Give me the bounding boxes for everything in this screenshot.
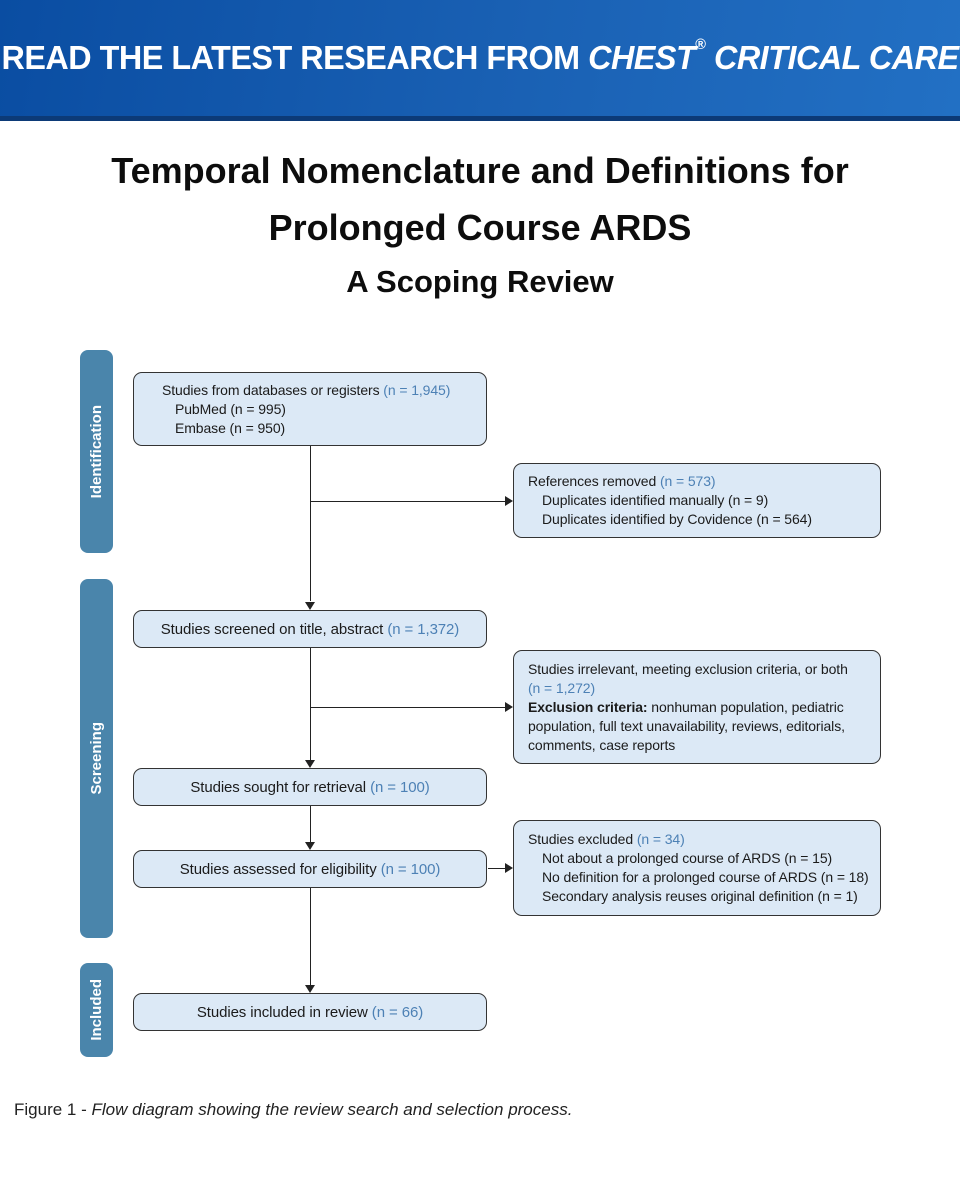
arrowhead-branch2 — [505, 702, 513, 712]
count-eligibility: (n = 100) — [380, 860, 441, 878]
box-refs-sub2: Duplicates identified by Covidence (n = … — [542, 511, 812, 527]
page-subtitle: A Scoping Review — [346, 264, 614, 299]
arrowhead-v1 — [305, 602, 315, 610]
stage-screening: Screening — [80, 579, 113, 938]
count-irrelevant: (n = 1,272) — [528, 679, 595, 696]
box-databases-sub1: PubMed (n = 995) — [175, 400, 286, 417]
box-irrelevant: Studies irrelevant, meeting exclusion cr… — [513, 650, 881, 764]
count-references-removed: (n = 573) — [659, 473, 716, 489]
box-excluded-main: Studies excluded (n = 34) — [528, 831, 685, 847]
box-excluded: Studies excluded (n = 34) Not about a pr… — [513, 820, 881, 916]
connector-v1 — [310, 446, 311, 601]
box-refs-main: References removed (n = 573) — [528, 473, 716, 489]
count-included: (n = 66) — [371, 1003, 424, 1021]
stage-identification: Identification — [80, 350, 113, 553]
figure-caption: Figure 1 - Flow diagram showing the revi… — [14, 1100, 572, 1120]
box-databases: Studies from databases or registers (n =… — [133, 372, 487, 446]
box-excluded-sub1: Not about a prolonged course of ARDS (n … — [542, 850, 833, 866]
box-eligibility: Studies assessed for eligibility (n = 10… — [133, 850, 487, 888]
box-screened-main: Studies screened on title, abstract (n =… — [160, 620, 460, 638]
arrowhead-v4 — [305, 985, 315, 993]
box-databases-main: Studies from databases or registers (n =… — [162, 381, 451, 398]
connector-v4 — [310, 888, 311, 985]
stage-included-label: Included — [88, 979, 105, 1041]
count-retrieval: (n = 100) — [370, 778, 430, 796]
box-excluded-sub3: Secondary analysis reuses original defin… — [542, 888, 858, 904]
connector-v2 — [310, 648, 311, 760]
stage-included: Included — [80, 963, 113, 1057]
count-screened: (n = 1,372) — [387, 620, 460, 638]
box-irrelevant-criteria: Exclusion criteria: nonhuman population,… — [528, 698, 845, 753]
stage-screening-label: Screening — [88, 722, 105, 795]
box-included-main: Studies included in review (n = 66) — [196, 1003, 424, 1021]
box-irrelevant-line1: Studies irrelevant, meeting exclusion cr… — [528, 660, 848, 677]
journal-banner: READ THE LATEST RESEARCH FROM CHEST® CRI… — [0, 0, 960, 121]
caption-text: Flow diagram showing the review search a… — [91, 1100, 573, 1119]
box-eligibility-main: Studies assessed for eligibility (n = 10… — [179, 860, 441, 878]
registered-mark: ® — [695, 36, 706, 53]
page-title-line2: Prolonged Course ARDS — [268, 207, 692, 248]
banner-bottom-strip — [0, 116, 960, 121]
box-excluded-sub2: No definition for a prolonged course of … — [542, 869, 869, 885]
arrowhead-h3 — [505, 863, 513, 873]
box-references-removed: References removed (n = 573) Duplicates … — [513, 463, 881, 538]
box-refs-sub1: Duplicates identified manually (n = 9) — [542, 492, 769, 508]
arrowhead-v3 — [305, 842, 315, 850]
count-excluded: (n = 34) — [636, 831, 685, 847]
stage-identification-label: Identification — [88, 404, 105, 499]
page-title-line1: Temporal Nomenclature and Definitions fo… — [111, 150, 849, 191]
box-retrieval-main: Studies sought for retrieval (n = 100) — [190, 778, 430, 796]
banner-prefix: READ THE LATEST RESEARCH FROM — [1, 39, 589, 76]
box-screened: Studies screened on title, abstract (n =… — [133, 610, 487, 648]
box-databases-sub2: Embase (n = 950) — [175, 419, 286, 436]
box-retrieval: Studies sought for retrieval (n = 100) — [133, 768, 487, 806]
arrowhead-v2 — [305, 760, 315, 768]
arrowhead-branch1 — [505, 496, 513, 506]
banner-suffix: CRITICAL CARE — [705, 39, 959, 76]
exclusion-criteria-label: Exclusion criteria: — [528, 698, 648, 715]
banner-brand: CHEST — [588, 39, 696, 76]
count-databases: (n = 1,945) — [383, 381, 451, 398]
connector-branch2 — [310, 707, 505, 708]
connector-v3 — [310, 806, 311, 842]
connector-h3 — [488, 868, 505, 869]
connector-branch1 — [310, 501, 505, 502]
caption-prefix: Figure 1 - — [14, 1100, 92, 1119]
box-included: Studies included in review (n = 66) — [133, 993, 487, 1031]
banner-text: READ THE LATEST RESEARCH FROM CHEST® CRI… — [1, 0, 959, 116]
